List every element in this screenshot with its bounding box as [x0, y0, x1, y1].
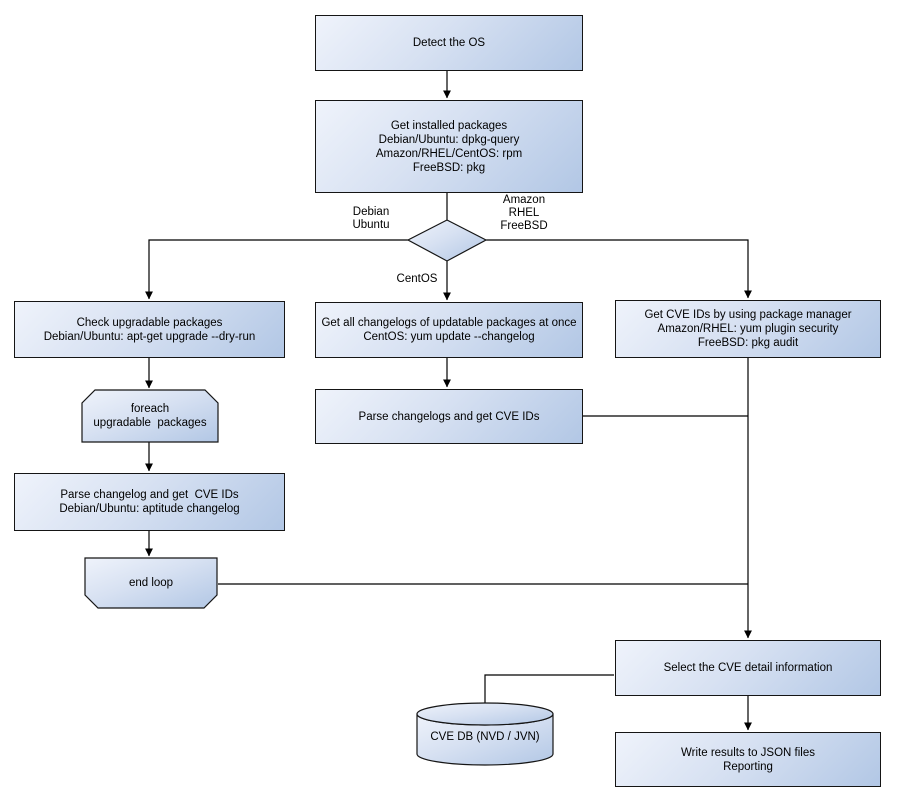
node-label: Amazon/RHEL: yum plugin security [657, 323, 839, 335]
cve-db-cylinder-top [416, 702, 554, 726]
node-label: Parse changelogs and get CVE IDs [358, 410, 540, 423]
node-label: Reporting [723, 760, 773, 773]
node-label: Debian/Ubuntu: apt-get upgrade --dry-run [43, 330, 256, 343]
branch-label-centos: CentOS [393, 273, 441, 286]
branch-label-line: FreeBSD [500, 220, 548, 232]
node-label: Parse changelog and get CVE IDs [60, 489, 239, 501]
edge-cvedb-to-select [484, 674, 614, 703]
node-get-cve-ids-package-manager: Get CVE IDs by using package manager Ama… [615, 300, 881, 358]
branch-label-line: Ubuntu [352, 219, 390, 231]
node-label: Check upgradable packages [76, 316, 223, 329]
node-parse-changelogs-centos: Parse changelogs and get CVE IDs [315, 389, 583, 444]
branch-label-line: Debian [352, 206, 390, 218]
branch-label-line: Amazon [502, 194, 546, 206]
end-loop-shape [84, 557, 218, 609]
edge-decision-to-check-upgradable [145, 239, 408, 300]
node-label: Debian/Ubuntu: dpkg-query [378, 133, 520, 146]
node-label: Get CVE IDs by using package manager [644, 309, 852, 321]
node-label: Detect the OS [412, 37, 486, 49]
node-check-upgradable-packages: Check upgradable packages Debian/Ubuntu:… [14, 301, 285, 358]
branch-label-amazon-rhel-freebsd: Amazon RHEL FreeBSD [487, 194, 561, 233]
node-label: Get all changelogs of updatable packages… [321, 317, 577, 329]
node-get-installed-packages: Get installed packages Debian/Ubuntu: dp… [315, 100, 583, 193]
branch-label-line: RHEL [508, 207, 540, 219]
node-select-cve-detail: Select the CVE detail information [615, 640, 881, 696]
os-decision-diamond [406, 219, 488, 262]
node-detect-os: Detect the OS [315, 15, 583, 71]
edge-decision-to-get-cve-ids [486, 239, 752, 299]
node-label: FreeBSD: pkg audit [697, 337, 799, 349]
node-label: Select the CVE detail information [663, 662, 833, 674]
node-label: Write results to JSON files [681, 746, 815, 759]
node-label: FreeBSD: pkg [412, 161, 486, 174]
node-get-all-changelogs: Get all changelogs of updatable packages… [315, 302, 583, 358]
node-label: Get installed packages [390, 119, 508, 132]
foreach-loop-shape [81, 389, 219, 443]
node-label: Amazon/RHEL/CentOS: rpm [375, 147, 523, 160]
node-label: CentOS: yum update --changelog [363, 331, 535, 343]
node-parse-changelog-debian: Parse changelog and get CVE IDs Debian/U… [14, 473, 285, 531]
node-label: Debian/Ubuntu: aptitude changelog [59, 503, 240, 515]
node-write-results-reporting: Write results to JSON files Reporting [615, 732, 881, 787]
branch-label-debian-ubuntu: Debian Ubuntu [335, 206, 407, 232]
branch-label-line: CentOS [396, 273, 438, 285]
